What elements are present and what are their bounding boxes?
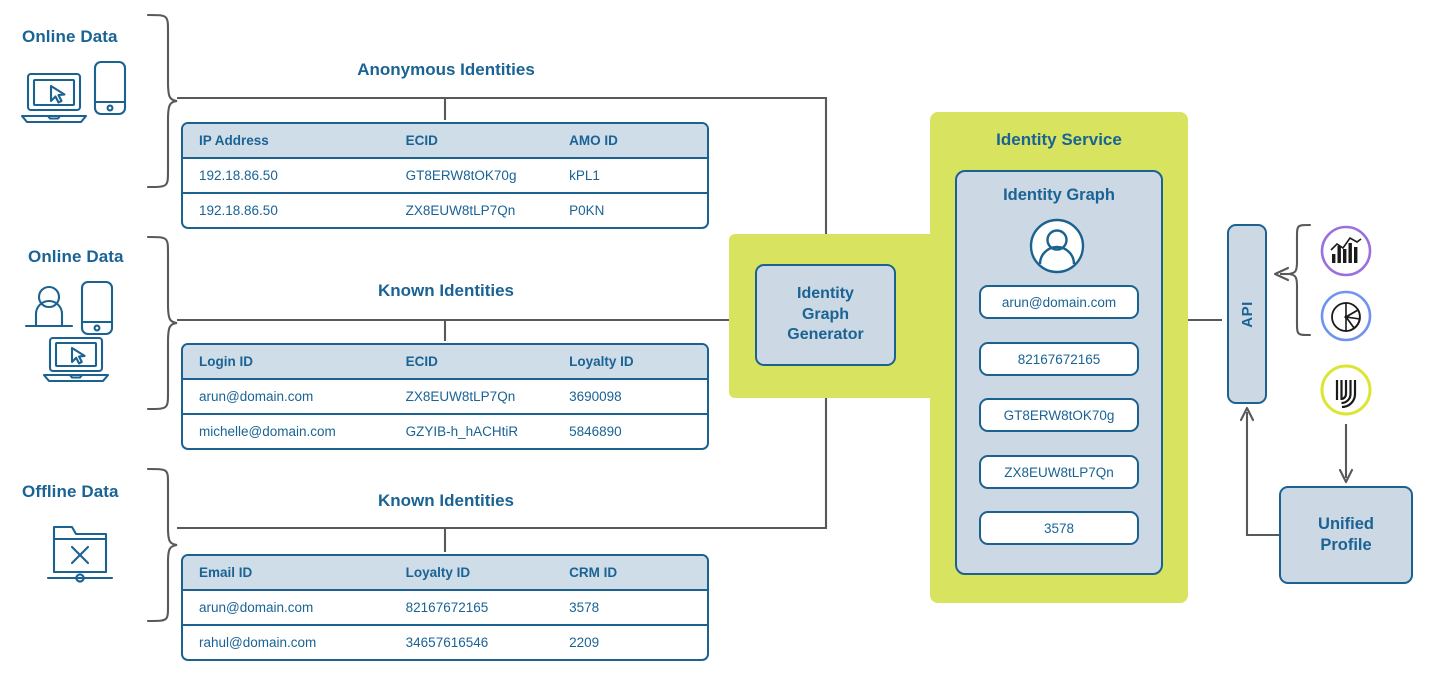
user-avatar-icon <box>1029 218 1085 274</box>
col-header: Loyalty ID <box>553 345 707 380</box>
table-row: rahul@domain.com 34657616546 2209 <box>183 625 707 659</box>
brace-group-3 <box>146 467 178 623</box>
unified-profile-line1: Unified <box>1318 514 1374 533</box>
generator-label-line3: Generator <box>787 326 864 344</box>
table-row: arun@domain.com ZX8EUW8tLP7Qn 3690098 <box>183 379 707 415</box>
cell: 192.18.86.50 <box>183 158 390 194</box>
cell: ZX8EUW8tLP7Qn <box>405 203 516 218</box>
section-title-anonymous-identities: Anonymous Identities <box>357 60 535 79</box>
folder-close-icon <box>46 525 114 583</box>
cell: GT8ERW8tOK70g <box>389 158 554 194</box>
source-icons-group-1 <box>20 60 140 130</box>
adobe-analytics-icon[interactable] <box>1319 224 1373 278</box>
cell: 192.18.86.50 <box>199 203 278 218</box>
section-title-known-identities-online: Known Identities <box>378 281 514 300</box>
cell: 3690098 <box>553 379 707 415</box>
identity-pill[interactable]: 3578 <box>979 511 1139 545</box>
cell: michelle@domain.com <box>199 424 336 439</box>
generator-label-line2: Graph <box>801 305 850 323</box>
table-known-identities-offline: Email ID Loyalty ID CRM ID arun@domain.c… <box>181 554 709 661</box>
cell: GZYIB-h_hACHtiR <box>405 424 519 439</box>
cell: 82167672165 <box>389 590 554 626</box>
table-header-row: Login ID ECID Loyalty ID <box>183 345 707 380</box>
table-header-row: IP Address ECID AMO ID <box>183 124 707 159</box>
table-anonymous-identities: IP Address ECID AMO ID 192.18.86.50 GT8E… <box>181 122 709 229</box>
cell: rahul@domain.com <box>199 635 317 650</box>
source-icons-group-2 <box>20 280 140 390</box>
section-title-known-identities-offline: Known Identities <box>378 491 514 510</box>
table-known-identities-online: Login ID ECID Loyalty ID arun@domain.com… <box>181 343 709 450</box>
col-header: CRM ID <box>553 556 707 591</box>
person-icon <box>24 285 74 328</box>
cell: 5846890 <box>569 424 622 439</box>
cell: arun@domain.com <box>183 379 390 415</box>
cell: ZX8EUW8tLP7Qn <box>389 379 554 415</box>
mobile-phone-icon <box>93 60 127 116</box>
adobe-audience-manager-icon[interactable] <box>1319 289 1373 343</box>
table-row: 192.18.86.50 GT8ERW8tOK70g kPL1 <box>183 158 707 194</box>
laptop-cursor-icon <box>20 72 88 124</box>
col-header: Email ID <box>183 556 390 591</box>
identity-pill[interactable]: 82167672165 <box>979 342 1139 376</box>
source-label-offline-data: Offline Data <box>22 482 119 501</box>
generator-label-line1: Identity <box>797 285 854 303</box>
adobe-experience-platform-icon[interactable] <box>1319 363 1373 417</box>
source-label-online-data-1: Online Data <box>22 27 118 46</box>
api-label: API <box>1238 300 1256 328</box>
table-row: 192.18.86.50 ZX8EUW8tLP7Qn P0KN <box>183 193 707 227</box>
col-header: Loyalty ID <box>389 556 554 591</box>
source-icons-group-3 <box>46 515 128 595</box>
identity-pill[interactable]: arun@domain.com <box>979 285 1139 319</box>
identity-graph-title: Identity Graph <box>1003 186 1115 204</box>
cell: 2209 <box>569 635 600 650</box>
col-header: ECID <box>389 124 554 159</box>
col-header: Login ID <box>183 345 390 380</box>
cell: 3578 <box>553 590 707 626</box>
laptop-cursor-icon <box>42 336 110 383</box>
mobile-phone-icon <box>80 280 114 336</box>
table-row: arun@domain.com 82167672165 3578 <box>183 590 707 626</box>
cell: P0KN <box>569 203 605 218</box>
brace-group-2 <box>146 235 178 411</box>
cell: 34657616546 <box>405 635 489 650</box>
identity-pill[interactable]: ZX8EUW8tLP7Qn <box>979 455 1139 489</box>
col-header: AMO ID <box>553 124 707 159</box>
unified-profile-line2: Profile <box>1320 536 1372 554</box>
col-header: IP Address <box>183 124 390 159</box>
brace-group-1 <box>146 13 178 189</box>
col-header: ECID <box>389 345 554 380</box>
identity-service-title: Identity Service <box>996 130 1122 149</box>
api-label-wrapper: API <box>1229 226 1265 402</box>
api-box[interactable]: API <box>1227 224 1267 404</box>
cell: kPL1 <box>553 158 707 194</box>
table-row: michelle@domain.com GZYIB-h_hACHtiR 5846… <box>183 414 707 448</box>
cell: arun@domain.com <box>183 590 390 626</box>
identity-pill[interactable]: GT8ERW8tOK70g <box>979 398 1139 432</box>
unified-profile-box[interactable]: Unified Profile <box>1279 486 1413 584</box>
identity-graph-generator-box[interactable]: Identity Graph Generator <box>755 264 896 366</box>
table-header-row: Email ID Loyalty ID CRM ID <box>183 556 707 591</box>
source-label-online-data-2: Online Data <box>28 247 124 266</box>
